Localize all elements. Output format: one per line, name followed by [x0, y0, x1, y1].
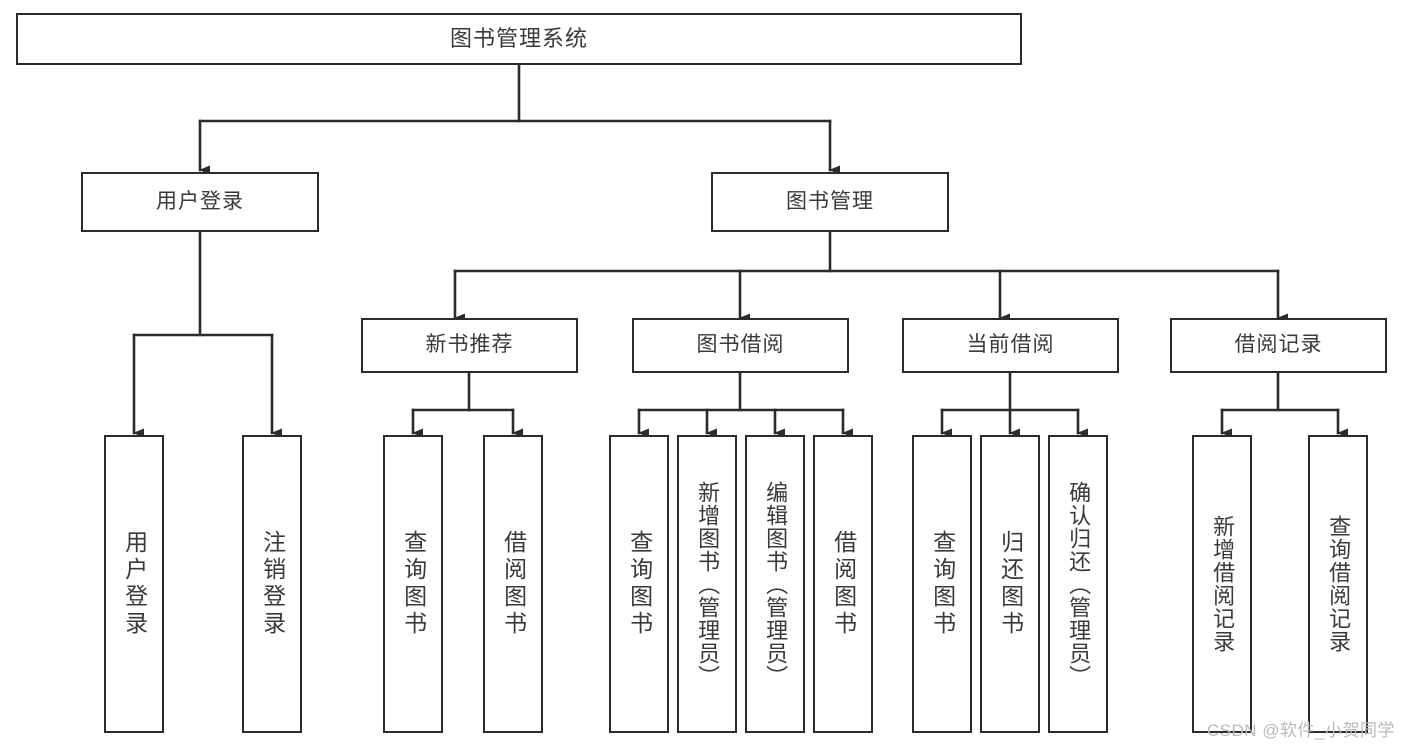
leaf-borrow-query-book[interactable]: 查询图书 — [609, 435, 669, 733]
leaf-current-confirm-return-admin[interactable]: 确认归还（管理员） — [1048, 435, 1108, 733]
node-label: 新增借阅记录 — [1210, 515, 1236, 653]
node-borrow-record[interactable]: 借阅记录 — [1170, 318, 1387, 373]
node-label: 确认归还（管理员） — [1066, 480, 1092, 688]
leaf-current-return-book[interactable]: 归还图书 — [980, 435, 1040, 733]
node-new-book-recommend[interactable]: 新书推荐 — [361, 318, 578, 373]
node-label: 借阅图书 — [830, 530, 857, 638]
leaf-record-query-record[interactable]: 查询借阅记录 — [1308, 435, 1368, 733]
node-label: 查询图书 — [929, 530, 956, 638]
node-label: 编辑图书（管理员） — [763, 480, 789, 688]
node-user-login[interactable]: 用户登录 — [81, 172, 319, 232]
node-label: 查询借阅记录 — [1326, 515, 1352, 653]
leaf-borrow-edit-book-admin[interactable]: 编辑图书（管理员） — [745, 435, 805, 733]
node-label: 借阅记录 — [1234, 333, 1323, 357]
node-label: 查询图书 — [626, 530, 653, 638]
leaf-newbook-query-book[interactable]: 查询图书 — [383, 435, 443, 733]
node-label: 新增图书（管理员） — [695, 480, 721, 688]
leaf-logout[interactable]: 注销登录 — [242, 435, 302, 733]
leaf-borrow-add-book-admin[interactable]: 新增图书（管理员） — [677, 435, 737, 733]
node-label: 图书管理 — [786, 189, 874, 213]
node-current-borrow[interactable]: 当前借阅 — [902, 318, 1119, 373]
leaf-user-login[interactable]: 用户登录 — [104, 435, 164, 733]
node-label: 新书推荐 — [425, 333, 514, 357]
node-label: 当前借阅 — [966, 333, 1055, 357]
node-label: 归还图书 — [997, 530, 1024, 638]
leaf-record-add-record[interactable]: 新增借阅记录 — [1192, 435, 1252, 733]
leaf-borrow-borrow-book[interactable]: 借阅图书 — [813, 435, 873, 733]
node-label: 借阅图书 — [500, 530, 527, 638]
node-label: 注销登录 — [259, 530, 286, 638]
node-label: 查询图书 — [400, 530, 427, 638]
node-book-management[interactable]: 图书管理 — [711, 172, 949, 232]
node-label: 图书借阅 — [696, 333, 785, 357]
leaf-current-query-book[interactable]: 查询图书 — [912, 435, 972, 733]
node-label: 用户登录 — [156, 189, 244, 213]
node-label: 图书管理系统 — [449, 26, 588, 52]
node-book-borrow[interactable]: 图书借阅 — [632, 318, 849, 373]
node-label: 用户登录 — [121, 530, 148, 638]
node-root-system[interactable]: 图书管理系统 — [16, 13, 1022, 65]
leaf-newbook-borrow-book[interactable]: 借阅图书 — [483, 435, 543, 733]
watermark-text: CSDN @软件_小贺同学 — [1206, 721, 1395, 740]
